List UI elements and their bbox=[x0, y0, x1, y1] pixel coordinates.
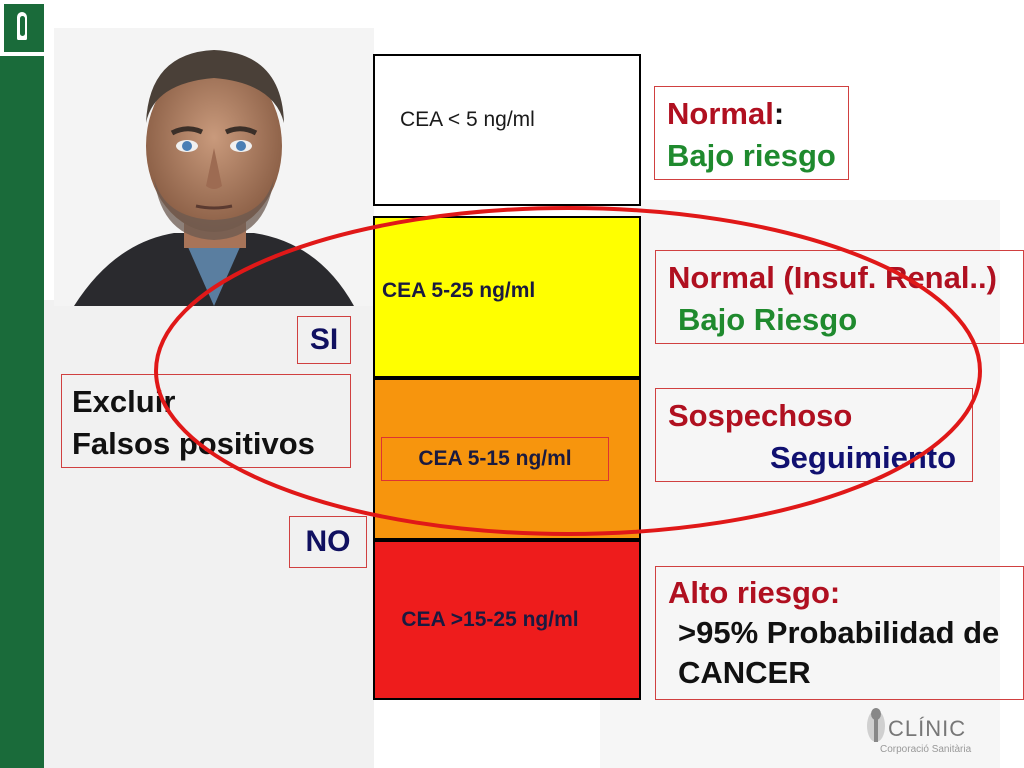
excluir-subtitle: Falsos positivos bbox=[72, 426, 315, 461]
cea-level-normal bbox=[373, 54, 641, 206]
outcome-insuf-risk: Bajo Riesgo bbox=[678, 302, 858, 337]
outcome-alto-riesgo: Alto riesgo: >95% Probabilidad de CANCER bbox=[655, 566, 1024, 700]
portrait-photo bbox=[54, 28, 374, 306]
clinic-logo-name: CLÍNIC bbox=[888, 716, 966, 741]
decision-no: NO bbox=[289, 516, 367, 568]
outcome-normal-colon: : bbox=[773, 96, 785, 131]
outcome-alto-title: Alto riesgo: bbox=[668, 575, 841, 610]
cea-label-4: CEA >15-25 ng/ml bbox=[401, 608, 579, 631]
cea-label-2: CEA 5-25 ng/ml bbox=[382, 279, 536, 302]
cea-level-red bbox=[373, 540, 641, 700]
brand-green-bar bbox=[0, 56, 44, 768]
outcome-insuf-renal: Normal (Insuf. Renal..) Bajo Riesgo bbox=[655, 250, 1024, 344]
decision-excluir: Excluir Falsos positivos bbox=[61, 374, 351, 468]
decision-si: SI bbox=[297, 316, 351, 364]
outcome-normal-title: Normal bbox=[667, 96, 774, 131]
outcome-insuf-title: Normal (Insuf. Renal..) bbox=[668, 260, 997, 295]
outcome-normal: Normal: Bajo riesgo bbox=[654, 86, 849, 180]
outcome-sosp-follow: Seguimiento bbox=[770, 440, 957, 475]
outcome-alto-prob: >95% Probabilidad de bbox=[678, 615, 1000, 650]
outcome-sospechoso: Sospechoso Seguimiento bbox=[655, 388, 973, 482]
clinic-logo: CLÍNIC Corporació Sanitària bbox=[862, 700, 1002, 760]
outcome-sosp-title: Sospechoso bbox=[668, 398, 853, 433]
cea-label-3: CEA 5-15 ng/ml bbox=[381, 437, 609, 481]
cea-label-1: CEA < 5 ng/ml bbox=[400, 108, 535, 131]
hospital-figure-icon bbox=[4, 4, 44, 52]
excluir-title: Excluir bbox=[72, 384, 176, 419]
clinic-logo-sub: Corporació Sanitària bbox=[880, 744, 972, 755]
outcome-normal-risk: Bajo riesgo bbox=[667, 138, 836, 173]
outcome-alto-cancer: CANCER bbox=[678, 655, 811, 690]
